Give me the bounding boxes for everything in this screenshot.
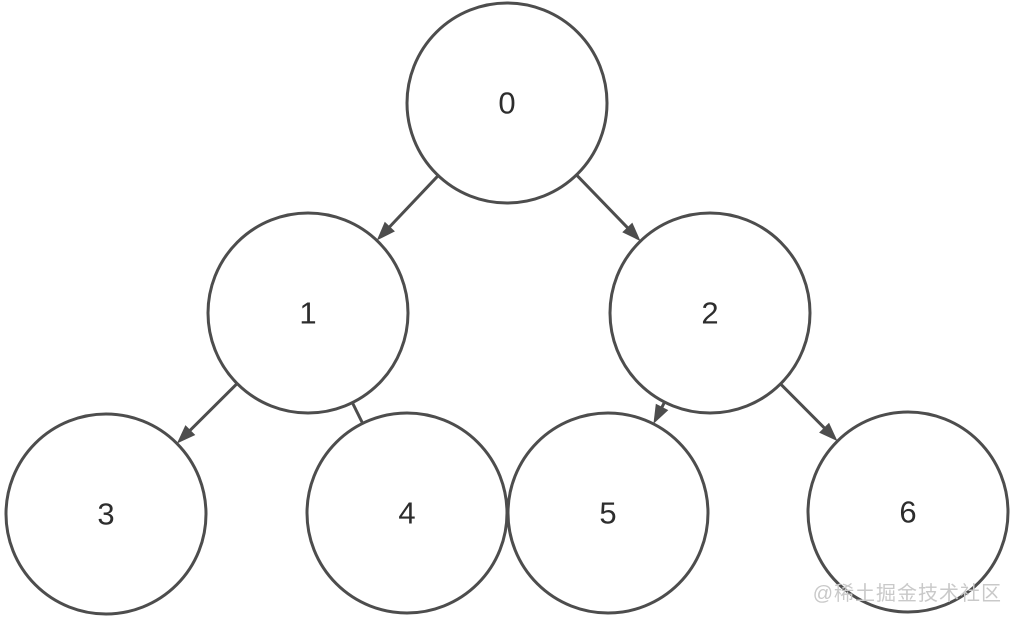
edge-2-5: [653, 401, 669, 424]
edge-line: [183, 382, 239, 437]
edge-1-3: [176, 382, 239, 444]
tree-node-1: 1: [206, 211, 410, 415]
edge-0-2: [575, 173, 641, 242]
edge-line: [383, 174, 440, 234]
node-circle: [405, 1, 609, 205]
node-label: 5: [599, 496, 616, 531]
edge-line: [779, 382, 831, 435]
arrowhead-icon: [622, 222, 641, 242]
node-label: 1: [299, 296, 316, 331]
edge-line: [575, 173, 634, 234]
node-circle: [506, 411, 710, 615]
node-label: 6: [899, 495, 916, 530]
arrowhead-icon: [176, 425, 196, 444]
node-label: 4: [398, 496, 415, 531]
edge-1-4: [351, 401, 364, 425]
tree-node-5: 5: [506, 411, 710, 615]
edge-line: [351, 401, 364, 425]
node-circle: [608, 211, 812, 415]
arrowhead-icon: [376, 221, 395, 241]
edge-2-6: [779, 382, 838, 442]
node-label: 2: [701, 296, 718, 331]
node-circle: [4, 412, 208, 616]
tree-node-2: 2: [608, 211, 812, 415]
edge-0-1: [376, 174, 440, 241]
tree-node-6: 6: [806, 410, 1010, 614]
node-circle: [206, 211, 410, 415]
node-label: 0: [498, 86, 515, 121]
arrowhead-icon: [653, 403, 669, 424]
tree-node-3: 3: [4, 412, 208, 616]
node-label: 3: [97, 497, 114, 532]
tree-node-4: 4: [305, 411, 509, 615]
node-circle: [806, 410, 1010, 614]
arrowhead-icon: [819, 422, 838, 442]
tree-node-0: 0: [405, 1, 609, 205]
